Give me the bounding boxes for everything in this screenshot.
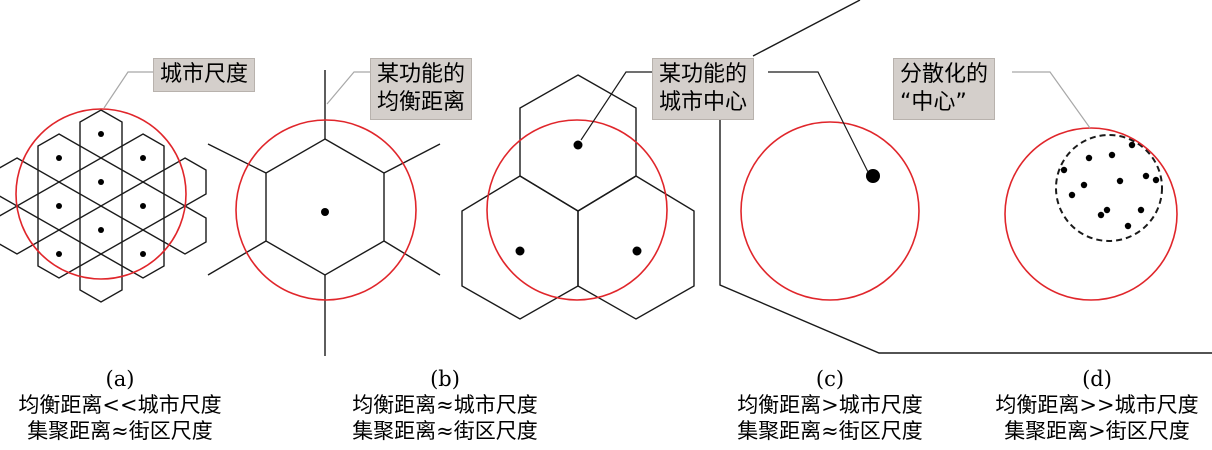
callout-line: 城市中心	[659, 90, 748, 115]
leader-line-c-right	[768, 71, 869, 173]
panel-letter: (b)	[430, 367, 460, 391]
panel-letter: (a)	[105, 367, 135, 391]
callout-line: 某功能的	[659, 62, 748, 87]
callout-line: 分散化的	[900, 62, 989, 87]
dispersed-dots	[1060, 141, 1160, 230]
ray	[383, 143, 441, 174]
center-dot	[140, 251, 146, 257]
ray	[207, 143, 267, 174]
callout-line: 城市尺度	[160, 62, 249, 87]
panel-d-graphic	[1004, 71, 1178, 301]
center-dot	[1080, 181, 1088, 189]
caption-line: 集聚距离>街区尺度	[1004, 419, 1190, 443]
caption-c: (c) 均衡距离>城市尺度 集聚距离≈街区尺度	[715, 366, 945, 444]
city-circle-a	[15, 108, 187, 280]
panel-b-graphic	[207, 70, 441, 356]
hexagon	[577, 175, 695, 320]
center-dot	[1108, 151, 1116, 159]
caption-line: 集聚距离≈街区尺度	[737, 419, 923, 443]
leader-line-c	[580, 71, 654, 141]
caption-line: 集聚距离≈街区尺度	[27, 419, 213, 443]
center-dot	[1103, 206, 1111, 214]
center-dot	[1085, 154, 1093, 162]
panel-c-left-graphic	[461, 71, 695, 320]
center-dot	[140, 155, 146, 161]
panel-c-right-graphic	[719, 0, 1212, 354]
ray	[207, 240, 267, 276]
center-dot	[632, 246, 642, 256]
center-dot	[515, 246, 525, 256]
center-dot	[98, 179, 104, 185]
hex-grid-c	[461, 74, 695, 320]
center-dot	[573, 140, 583, 150]
caption-line: 均衡距离≈城市尺度	[352, 393, 538, 417]
center-dot	[1124, 222, 1132, 230]
center-dots-a	[56, 131, 146, 257]
center-dot	[1068, 191, 1076, 199]
hexagon	[163, 205, 207, 255]
panel-a-graphic	[0, 71, 207, 303]
callout-line: “中心”	[900, 90, 967, 115]
hexagon	[0, 205, 39, 255]
city-circle-c-right	[740, 121, 920, 301]
caption-a: (a) 均衡距离<<城市尺度 集聚距离≈街区尺度	[0, 366, 240, 444]
center-dots-c	[515, 140, 642, 256]
center-dot	[1097, 211, 1105, 219]
large-hexagon	[265, 138, 385, 276]
caption-line: 集聚距离≈街区尺度	[352, 419, 538, 443]
city-center-dot	[866, 169, 880, 183]
center-dot	[56, 203, 62, 209]
caption-line: 均衡距离>城市尺度	[737, 393, 923, 417]
center-dot	[56, 155, 62, 161]
dispersed-zone	[1055, 134, 1163, 242]
caption-line: 均衡距离>>城市尺度	[995, 393, 1199, 417]
leader-line-a	[103, 71, 155, 109]
giant-hexagon-edges	[719, 0, 1212, 354]
callout-city-scale: 城市尺度	[153, 58, 256, 92]
ray	[383, 240, 441, 276]
callout-line: 某功能的	[377, 62, 466, 87]
center-dot	[1128, 141, 1136, 149]
callout-dispersed-center: 分散化的 “中心”	[893, 58, 996, 120]
city-circle-c-left	[486, 119, 668, 301]
center-dot	[321, 208, 329, 216]
callout-equilibrium-distance: 某功能的 均衡距离	[370, 58, 473, 120]
caption-line: 均衡距离<<城市尺度	[18, 393, 222, 417]
hexagon	[79, 109, 123, 159]
hexagon	[0, 157, 39, 207]
center-dot	[98, 131, 104, 137]
center-dot	[1137, 206, 1145, 214]
panel-letter: (c)	[815, 367, 845, 391]
center-dot	[1152, 176, 1160, 184]
hex-edge	[719, 100, 1212, 354]
callout-city-center: 某功能的 城市中心	[652, 58, 755, 120]
hex-edge	[752, 0, 861, 57]
center-dot	[1060, 166, 1068, 174]
panel-letter: (d)	[1082, 367, 1112, 391]
city-circle-d	[1004, 127, 1178, 301]
leader-line-b	[326, 71, 370, 105]
center-dot	[1142, 172, 1150, 180]
caption-d: (d) 均衡距离>>城市尺度 集聚距离>街区尺度	[982, 366, 1212, 444]
center-dot	[140, 203, 146, 209]
hex-grid-a	[0, 109, 207, 303]
hexagon	[79, 253, 123, 303]
rays-b	[207, 70, 441, 356]
leader-line-d	[1012, 71, 1091, 129]
callout-line: 均衡距离	[377, 90, 466, 115]
center-dot	[56, 251, 62, 257]
city-circle-b	[235, 119, 417, 301]
caption-b: (b) 均衡距离≈城市尺度 集聚距离≈街区尺度	[330, 366, 560, 444]
center-dot	[1116, 177, 1124, 185]
center-dot	[98, 227, 104, 233]
